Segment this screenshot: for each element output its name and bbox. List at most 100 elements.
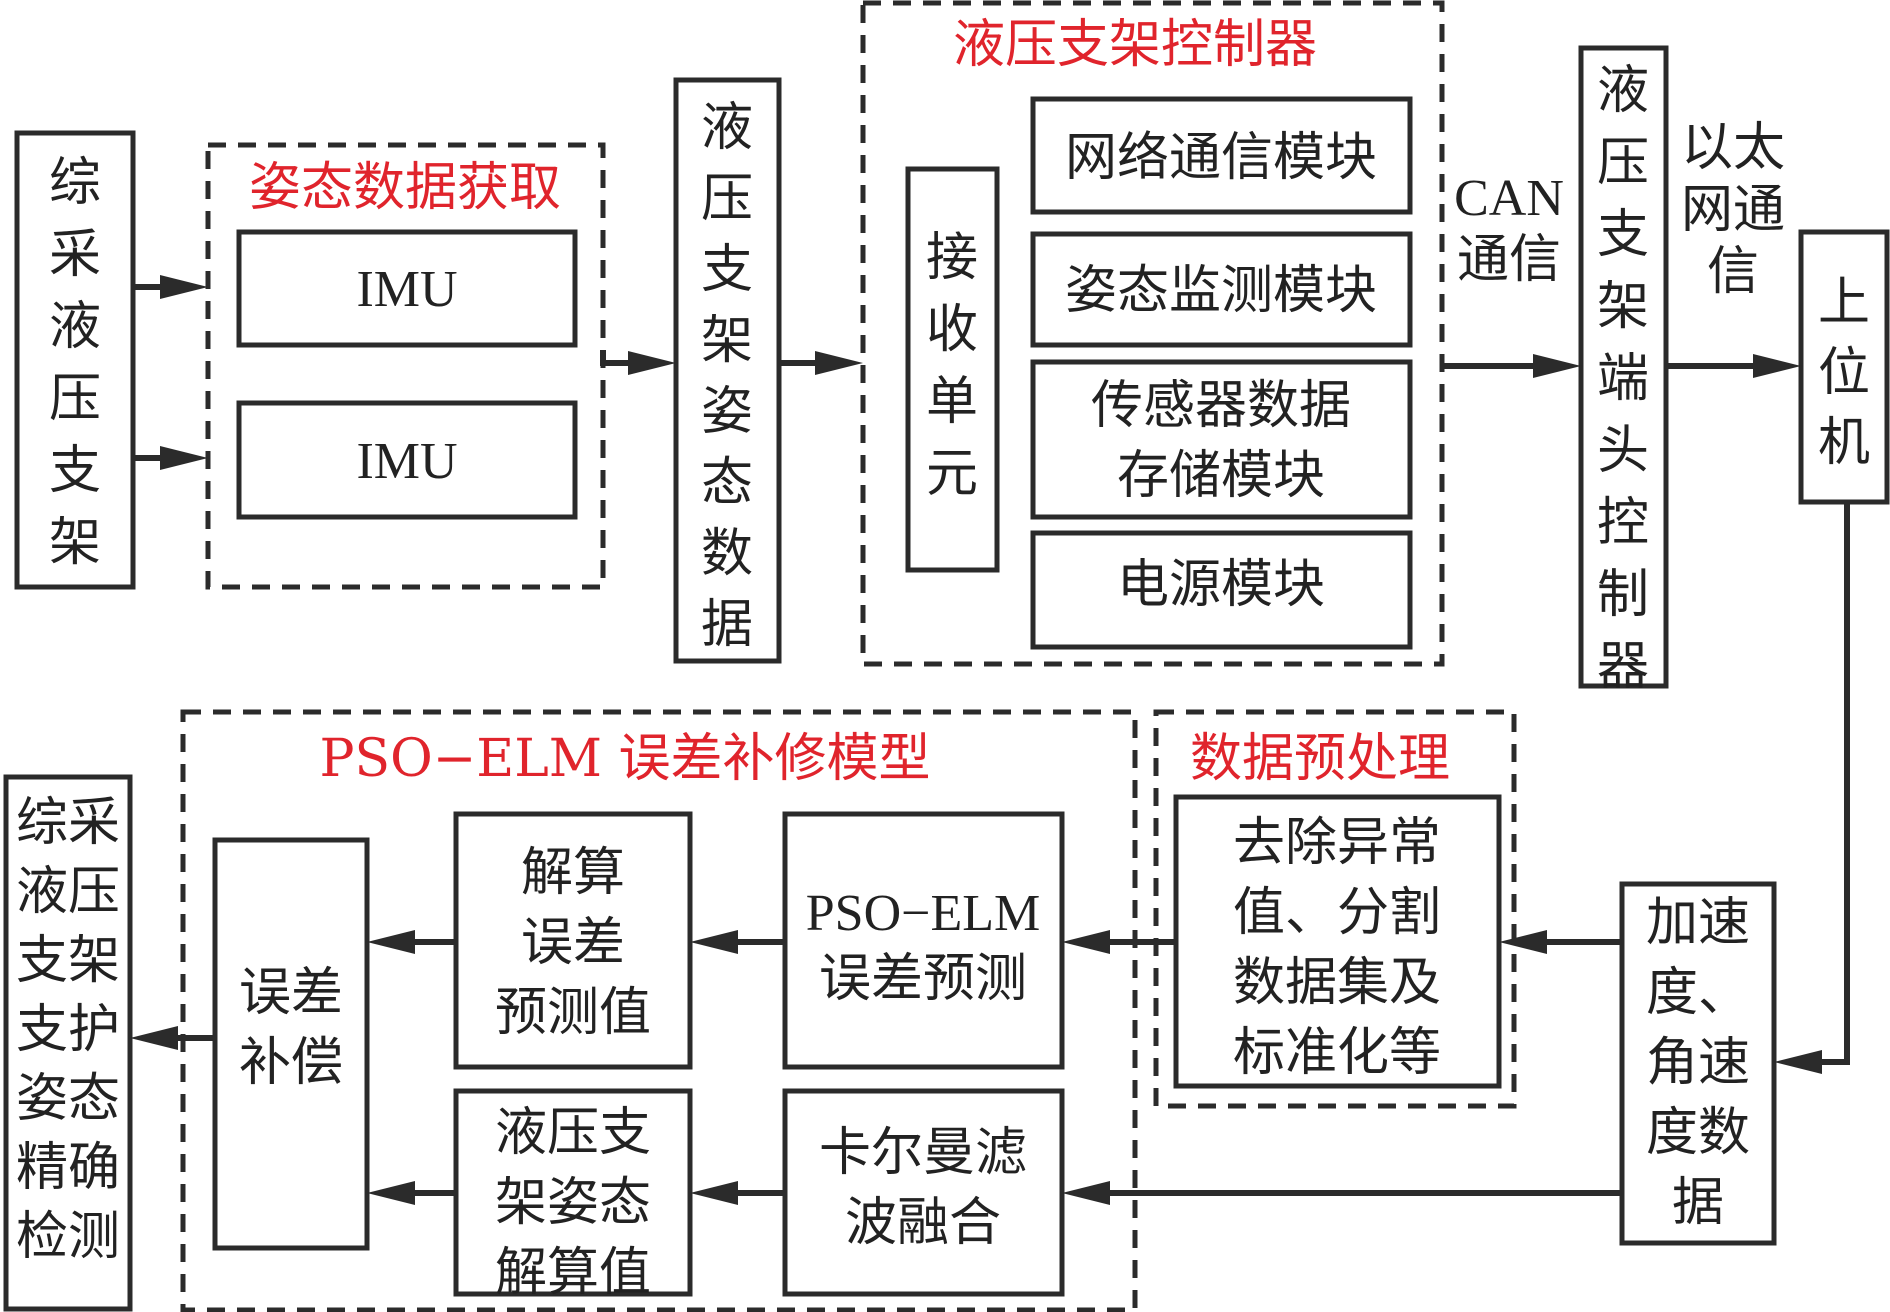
- end-ctrl-line: 液: [1597, 61, 1649, 121]
- err-pred-line: 解算: [521, 843, 625, 903]
- arrowhead: [1499, 930, 1547, 954]
- attitude-data-line: 压: [701, 169, 753, 229]
- attitude-data-line: 姿: [701, 382, 753, 442]
- node-storage-module: [1030, 359, 1413, 520]
- host-line: 上: [1818, 273, 1870, 333]
- source-line: 压: [49, 369, 101, 429]
- attitude-data-line: 数: [701, 524, 753, 584]
- pre-box-line: 标准化等: [1233, 1023, 1441, 1083]
- arrowhead: [690, 1181, 738, 1205]
- attitude-data-line: 液: [701, 98, 753, 158]
- end-ctrl-line: 压: [1597, 133, 1649, 193]
- node-receive-unit: [905, 166, 1000, 573]
- pre-box-line: 值、分割: [1233, 883, 1441, 943]
- attitude-monitor-label: 姿态监测模块: [1065, 261, 1377, 321]
- arrowhead: [628, 351, 676, 375]
- pre-box-line: 数据集及: [1233, 953, 1441, 1013]
- node-compensation: [212, 837, 370, 1251]
- arrowhead: [1753, 354, 1801, 378]
- node-error-prediction: [453, 811, 693, 1070]
- arrowhead: [367, 1181, 415, 1205]
- imu1-label: IMU: [356, 261, 457, 318]
- arrowhead: [367, 930, 415, 954]
- node-accel-data: [1619, 881, 1777, 1246]
- recv-line: 接: [926, 228, 978, 288]
- attitude-data-line: 架: [701, 311, 753, 371]
- attitude-data-line: 支: [701, 240, 753, 300]
- node-preprocess: [1173, 794, 1502, 1089]
- att-solve-line: 液压支: [495, 1103, 651, 1163]
- source-line: 支: [49, 441, 101, 501]
- can-label-line: 通信: [1457, 232, 1561, 289]
- arrowhead: [1774, 1050, 1822, 1074]
- output-line: 综采: [16, 793, 120, 853]
- output-line: 姿态: [16, 1069, 120, 1129]
- accel-line: 度数: [1646, 1103, 1750, 1163]
- end-ctrl-line: 支: [1597, 205, 1649, 265]
- output-line: 检测: [16, 1207, 120, 1267]
- edge-acq-data: [600, 350, 640, 366]
- group-support-controller: [860, 0, 1445, 667]
- network-module-label: 网络通信模块: [1065, 128, 1377, 188]
- node-attitude-solution: [453, 1088, 693, 1297]
- att-solve-line: 架姿态: [495, 1173, 651, 1233]
- recv-line: 元: [926, 444, 978, 504]
- power-module-label: 电源模块: [1117, 555, 1325, 615]
- edge-host-accel: [1810, 502, 1850, 1065]
- node-host: [1798, 229, 1890, 505]
- output-line: 液压: [16, 862, 120, 922]
- arrowhead: [130, 1026, 178, 1050]
- arrowhead: [1062, 930, 1110, 954]
- accel-line: 度、: [1646, 963, 1750, 1023]
- source-line: 采: [49, 225, 101, 285]
- pre-box-line: 去除异常: [1233, 813, 1441, 873]
- node-attitude-monitor-module: [1030, 231, 1413, 348]
- att-solve-line: 解算值: [495, 1243, 651, 1303]
- mod-store-line: 存储模块: [1117, 446, 1325, 506]
- err-pred-line: 预测值: [495, 983, 651, 1043]
- arrowhead: [1533, 354, 1581, 378]
- end-ctrl-line: 控: [1597, 493, 1649, 553]
- recv-line: 单: [926, 372, 978, 432]
- output-line: 支护: [16, 1000, 120, 1060]
- source-line: 综: [49, 153, 101, 213]
- end-ctrl-line: 头: [1597, 421, 1649, 481]
- pso-box-line: 误差预测: [819, 951, 1027, 1008]
- group-preprocessing: [1153, 709, 1517, 1109]
- eth-label-line: 信: [1707, 242, 1759, 302]
- accel-line: 加速: [1646, 893, 1750, 953]
- can-label-line: CAN: [1454, 170, 1564, 227]
- arrowhead: [690, 930, 738, 954]
- accel-line: 角速: [1646, 1033, 1750, 1093]
- comp-line: 误差: [239, 963, 343, 1023]
- attitude-data-line: 态: [701, 453, 753, 513]
- model-title: PSO−ELM 误差补修模型: [319, 729, 930, 789]
- comp-line: 补偿: [239, 1033, 343, 1093]
- kalman-line: 波融合: [845, 1193, 1001, 1253]
- eth-label-line: 以太: [1681, 118, 1785, 178]
- node-pso-elm: [782, 811, 1065, 1070]
- node-attitude-data: [673, 77, 782, 664]
- output-line: 支架: [16, 931, 120, 991]
- acq-title: 姿态数据获取: [249, 158, 561, 218]
- end-ctrl-line: 器: [1597, 637, 1649, 697]
- arrowhead: [160, 446, 208, 470]
- arrowhead: [1062, 1181, 1110, 1205]
- source-line: 液: [49, 297, 101, 357]
- output-line: 精确: [16, 1138, 120, 1198]
- source-line: 架: [49, 513, 101, 573]
- connectors: [130, 275, 1850, 1205]
- kalman-line: 卡尔曼滤: [819, 1123, 1027, 1183]
- pre-title: 数据预处理: [1190, 729, 1450, 789]
- mod-store-line: 传感器数据: [1091, 376, 1351, 436]
- end-ctrl-line: 架: [1597, 277, 1649, 337]
- group-pso-elm-model: [180, 709, 1138, 1312]
- arrowhead: [160, 275, 208, 299]
- node-output: [3, 774, 133, 1312]
- host-line: 位: [1818, 343, 1870, 403]
- arrowhead: [815, 351, 863, 375]
- node-network-module: [1030, 96, 1413, 215]
- eth-label-line: 网通: [1681, 180, 1785, 240]
- accel-line: 据: [1672, 1173, 1724, 1233]
- recv-line: 收: [926, 300, 978, 360]
